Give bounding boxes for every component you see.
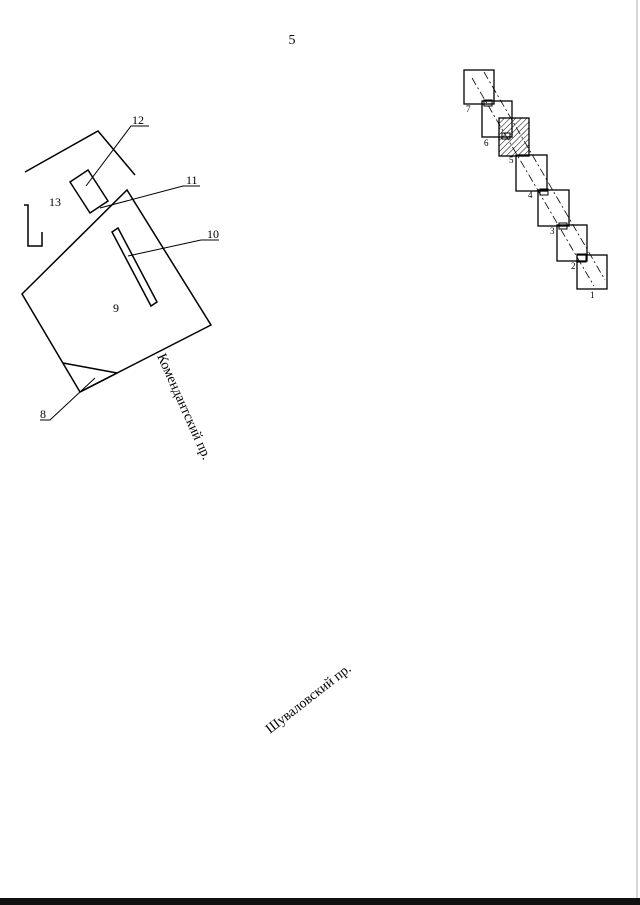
block-8-corner [62,362,120,393]
label-8: 8 [40,407,46,421]
leader-11 [99,185,200,209]
leader-10 [127,239,219,257]
building-outline [21,130,213,393]
label-12: 12 [132,113,144,127]
label-13: 13 [49,195,61,209]
connector-3-2 [558,222,568,230]
chain-label-6: 6 [484,138,489,148]
connector-7-6 [483,99,493,107]
label-11: 11 [186,173,198,187]
chain-label-1: 1 [590,290,595,300]
label-10: 10 [207,227,219,241]
chain-label-5: 5 [509,155,514,165]
chain-label-4: 4 [528,190,533,200]
square-1 [576,254,608,290]
chain-label-3: 3 [550,226,555,236]
scan-bottom-border [0,898,640,905]
building-main-block [21,188,213,393]
street-komendantsky: Комендантский пр. [153,352,213,463]
block-12-rect [68,168,110,215]
centerline-b [483,71,606,281]
building-upper-wing [24,130,136,176]
square-3 [537,189,570,227]
leader-8 [40,377,96,421]
connector-4-3 [539,188,549,196]
connector-6-5 [501,132,511,140]
centerline-a [471,77,595,287]
square-4 [515,154,548,192]
chain-label-7: 7 [466,104,471,114]
street-shuvalovsky: Шуваловский пр. [263,661,354,737]
square-2 [556,224,588,262]
label-9: 9 [113,301,119,315]
connector-2-1 [576,253,587,263]
chain-label-2: 2 [571,261,576,271]
block-10-strip [111,226,158,308]
leader-lines [40,125,219,421]
connectors [483,99,587,263]
page-number: 5 [289,33,296,48]
scan-edge-line [636,0,638,898]
leader-12 [85,125,149,187]
building-left-stub [24,204,43,247]
square-7 [463,69,495,105]
